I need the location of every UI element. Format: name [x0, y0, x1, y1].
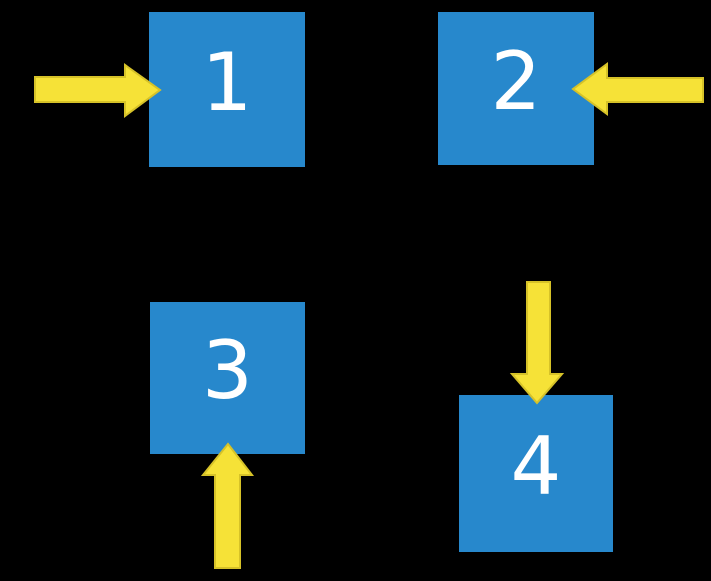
arrow-down-icon	[509, 281, 565, 405]
square-4-label: 4	[510, 419, 562, 513]
arrow-right-icon	[34, 63, 162, 118]
square-1: 1	[149, 12, 305, 167]
square-2: 2	[438, 12, 594, 165]
square-4: 4	[459, 395, 613, 552]
square-1-label: 1	[201, 35, 253, 129]
square-3: 3	[150, 302, 305, 454]
arrow-up-icon	[200, 442, 255, 569]
square-2-label: 2	[490, 34, 542, 128]
square-3-label: 3	[202, 324, 253, 417]
